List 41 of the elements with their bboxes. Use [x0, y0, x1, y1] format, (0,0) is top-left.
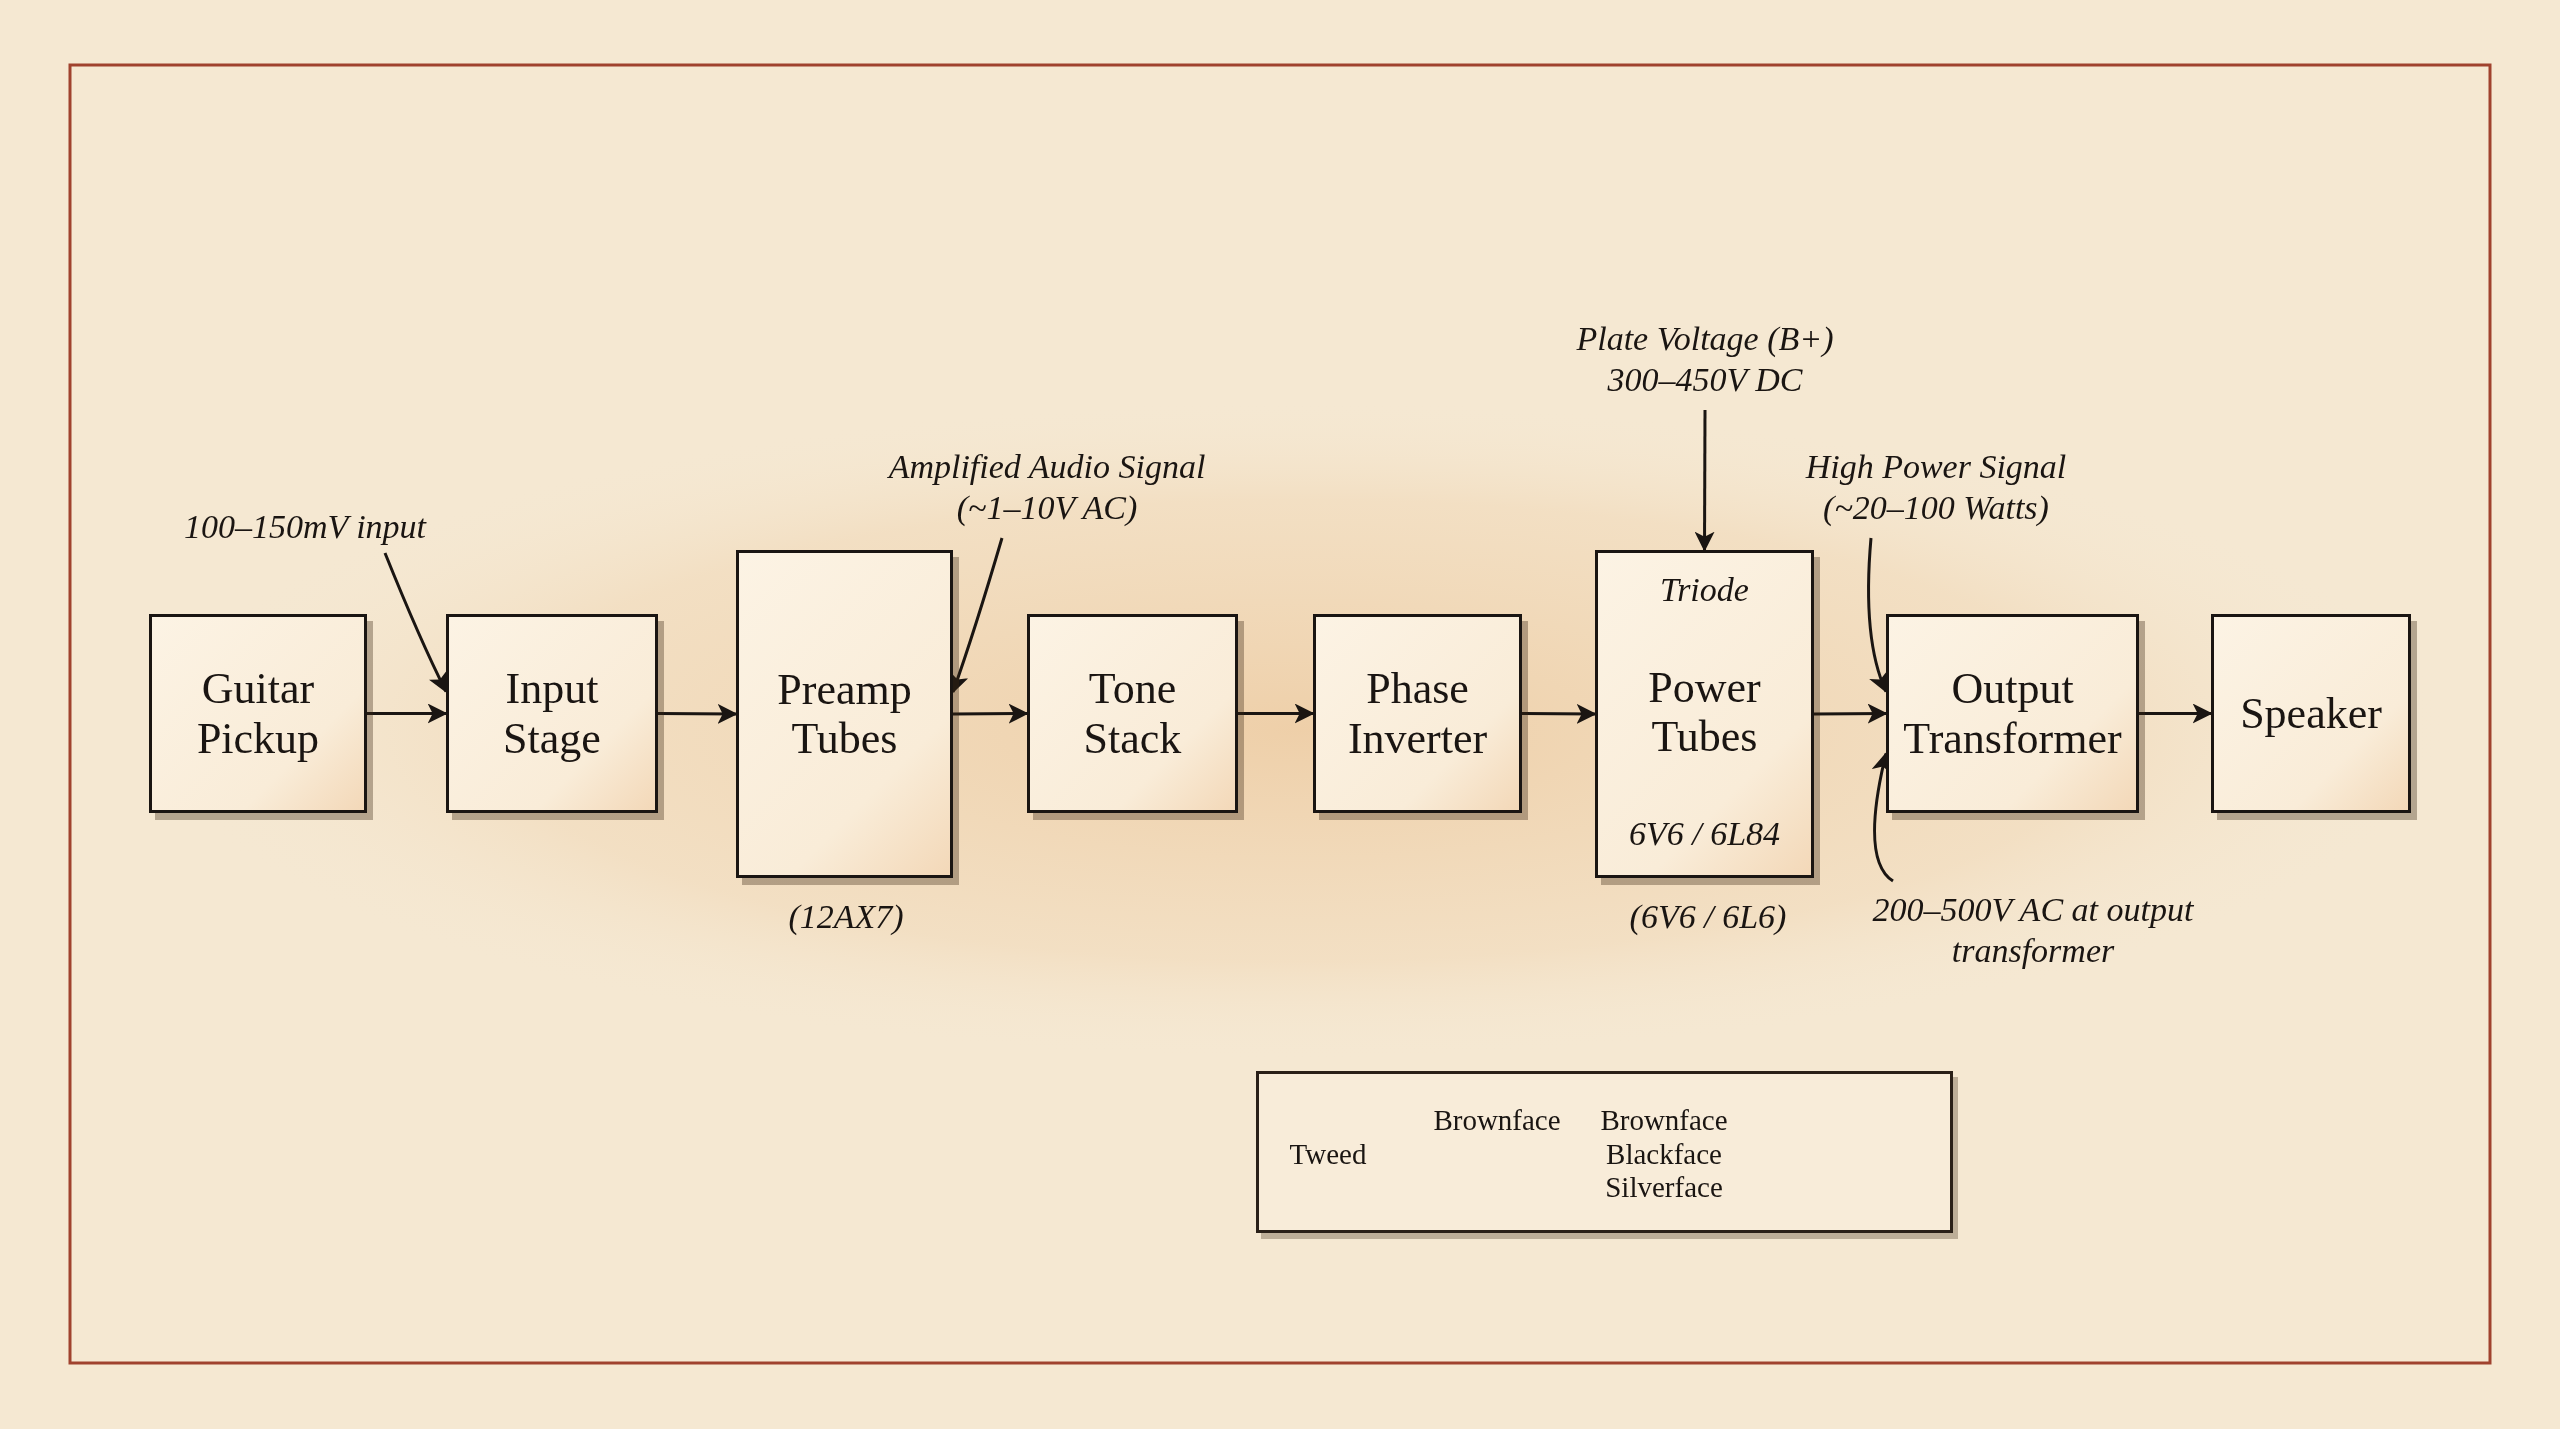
process-box: [1886, 614, 2139, 813]
arrow: [1814, 703, 1888, 724]
arrow: [383, 552, 448, 693]
box-label: Phase Inverter: [1346, 664, 1489, 763]
process-box: [1027, 614, 1238, 813]
annotation-text: 200–500V AC at output transformer: [1871, 890, 2195, 971]
box-label: Input Stage: [502, 664, 602, 763]
note-text: Silverface: [1605, 1170, 1723, 1204]
note-text: Blackface: [1606, 1137, 1722, 1171]
note-box: [1256, 1071, 1953, 1233]
process-box: [149, 614, 367, 813]
process-box: [736, 550, 953, 878]
arrow: [1238, 703, 1315, 724]
annotation-text: Amplified Audio Signal (~1–10V AC): [886, 447, 1207, 528]
arrow: [367, 703, 448, 724]
note-text: Tweed: [1289, 1137, 1367, 1171]
arrow: [1522, 703, 1597, 724]
box-label: Power Tubes: [1647, 662, 1762, 762]
box-label: Triode: [1659, 571, 1750, 610]
annotation-text: Plate Voltage (B+) 300–450V DC: [1575, 319, 1835, 400]
annotation-text: 100–150mV input: [183, 506, 427, 547]
box-label: Speaker: [2239, 688, 2383, 739]
process-box: [1595, 550, 1814, 878]
box-label: Guitar Pickup: [195, 664, 321, 763]
arrow: [2139, 703, 2213, 724]
note-text: Brownface: [1433, 1103, 1561, 1137]
process-box: [2211, 614, 2411, 813]
arrow: [1694, 410, 1715, 552]
note-text: Brownface: [1600, 1103, 1728, 1137]
arrow: [1872, 751, 1894, 883]
process-box: [446, 614, 658, 813]
box-label: Output Transformer: [1902, 664, 2123, 763]
arrow: [658, 703, 738, 724]
arrow: [953, 703, 1029, 724]
annotation-text: High Power Signal (~20–100 Watts): [1804, 447, 2068, 528]
caption-text: (6V6 / 6L6): [1629, 898, 1787, 936]
box-label: 6V6 / 6L84: [1627, 814, 1782, 853]
process-box: [1313, 614, 1522, 813]
box-label: Preamp Tubes: [776, 664, 913, 764]
box-label: Tone Stack: [1082, 664, 1183, 763]
caption-text: (12AX7): [788, 898, 904, 936]
